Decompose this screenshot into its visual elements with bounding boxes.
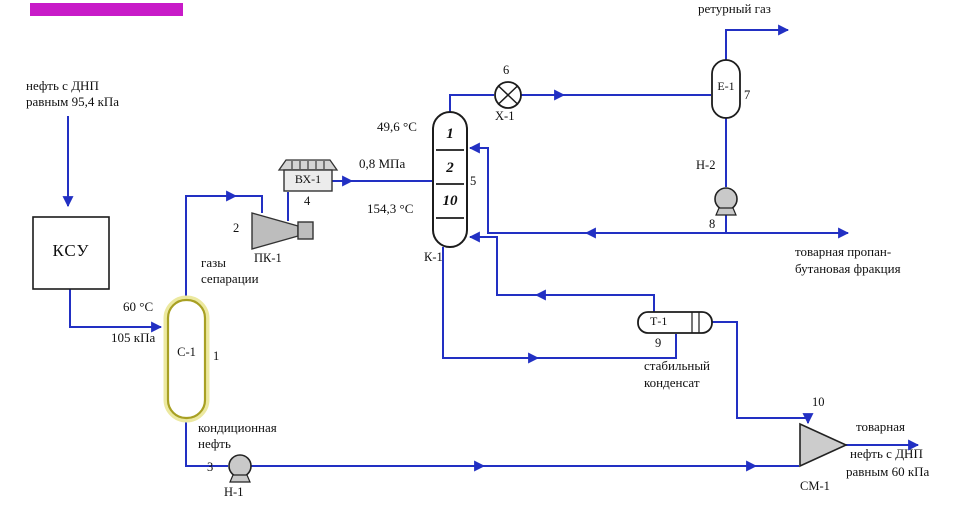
sep-gas-label-line2: сепарации [201, 271, 259, 286]
condenser-x1-number: 6 [503, 63, 510, 77]
k1-feed-pressure-label: 0,8 МПа [359, 156, 406, 171]
stable-condensate-label-line1: стабильный [644, 358, 711, 373]
separator-s1 [163, 295, 210, 423]
pipe-k1-bottoms-b [538, 334, 677, 359]
mixer-sm1 [799, 422, 848, 468]
sep-gas-label-line1: газы [201, 255, 226, 270]
reflux-drum-e1-number: 7 [744, 88, 751, 102]
feed-temp-label: 60 °С [123, 299, 154, 314]
air-cooler-vh1-number: 4 [304, 194, 311, 208]
pipe-s1-gas-b [236, 195, 263, 213]
conditioned-oil-label-line2: нефть [198, 436, 231, 451]
separator-s1-number: 1 [213, 349, 220, 363]
propane-product-label-line1: товарная пропан- [795, 244, 892, 259]
compressor-pk1 [251, 212, 314, 250]
product-oil-label-line2: нефть с ДНП [850, 446, 923, 461]
column-k1-tag: К-1 [424, 250, 443, 264]
k1-tray-1-label: 1 [446, 126, 454, 142]
pipe-reflux-b [468, 142, 586, 234]
pump-n2-number: 8 [709, 217, 716, 231]
pump-n1-tag: Н-1 [224, 485, 244, 499]
pipe-t1-return-a [534, 289, 655, 312]
air-cooler-vh1-tag: ВХ-1 [294, 172, 322, 186]
pump-n2-tag: Н-2 [696, 158, 716, 172]
column-k1 [432, 111, 468, 248]
k1-tray-2-label: 2 [446, 160, 454, 176]
pipe-k1-overhead-a [449, 94, 494, 112]
conditioned-oil-label-line1: кондиционная [198, 420, 277, 435]
feed-label-line2: равным 95,4 кПа [26, 94, 120, 109]
reflux-drum-e1 [711, 59, 741, 119]
ksu-label: КСУ [52, 241, 90, 260]
pipe-s1-oil [185, 418, 228, 467]
heater-t1-tag: Т-1 [650, 314, 668, 328]
pipe-s1-gas-a [185, 190, 238, 300]
pump-n1 [228, 454, 252, 483]
air-cooler-vh1 [277, 159, 339, 192]
pipe-condensate [712, 321, 814, 425]
propane-product-label-line2: бутановая фракция [795, 261, 901, 276]
feed-label-line1: нефть с ДНП [26, 78, 99, 93]
pipe-t1-return-b [468, 231, 536, 296]
mixer-sm1-number: 10 [812, 395, 825, 409]
heater-t1 [637, 311, 713, 334]
k1-tray-10-label: 10 [442, 193, 458, 209]
condenser-x1-tag: Х-1 [495, 109, 515, 123]
k1-bottom-temp-label: 154,3 °С [367, 201, 414, 216]
pipe-ksu-to-s1 [69, 289, 163, 333]
heater-t1-number: 9 [655, 336, 662, 350]
pipe-return-gas [725, 24, 790, 60]
compressor-pk1-number: 2 [233, 221, 240, 235]
feed-pressure-label: 105 кПа [111, 330, 156, 345]
condenser-x1 [494, 81, 522, 109]
k1-top-temp-label: 49,6 °С [377, 119, 417, 134]
return-gas-label: ретурный газ [698, 1, 771, 16]
ksu-unit [32, 216, 110, 290]
product-oil-label-line3: равным 60 кПа [846, 464, 930, 479]
mixer-sm1-tag: СМ-1 [800, 479, 830, 493]
product-oil-label-line1: товарная [856, 419, 905, 434]
pipe-k1-bottoms-a [442, 247, 540, 364]
stable-condensate-label-line2: конденсат [644, 375, 700, 390]
compressor-pk1-tag: ПК-1 [254, 251, 282, 265]
pump-n1-number: 3 [207, 460, 214, 474]
pump-n2 [714, 187, 738, 216]
redacted-title-bar [30, 3, 183, 16]
column-k1-number: 5 [470, 174, 477, 188]
reflux-drum-e1-tag: Е-1 [717, 79, 735, 93]
separator-s1-tag: С-1 [177, 345, 196, 359]
